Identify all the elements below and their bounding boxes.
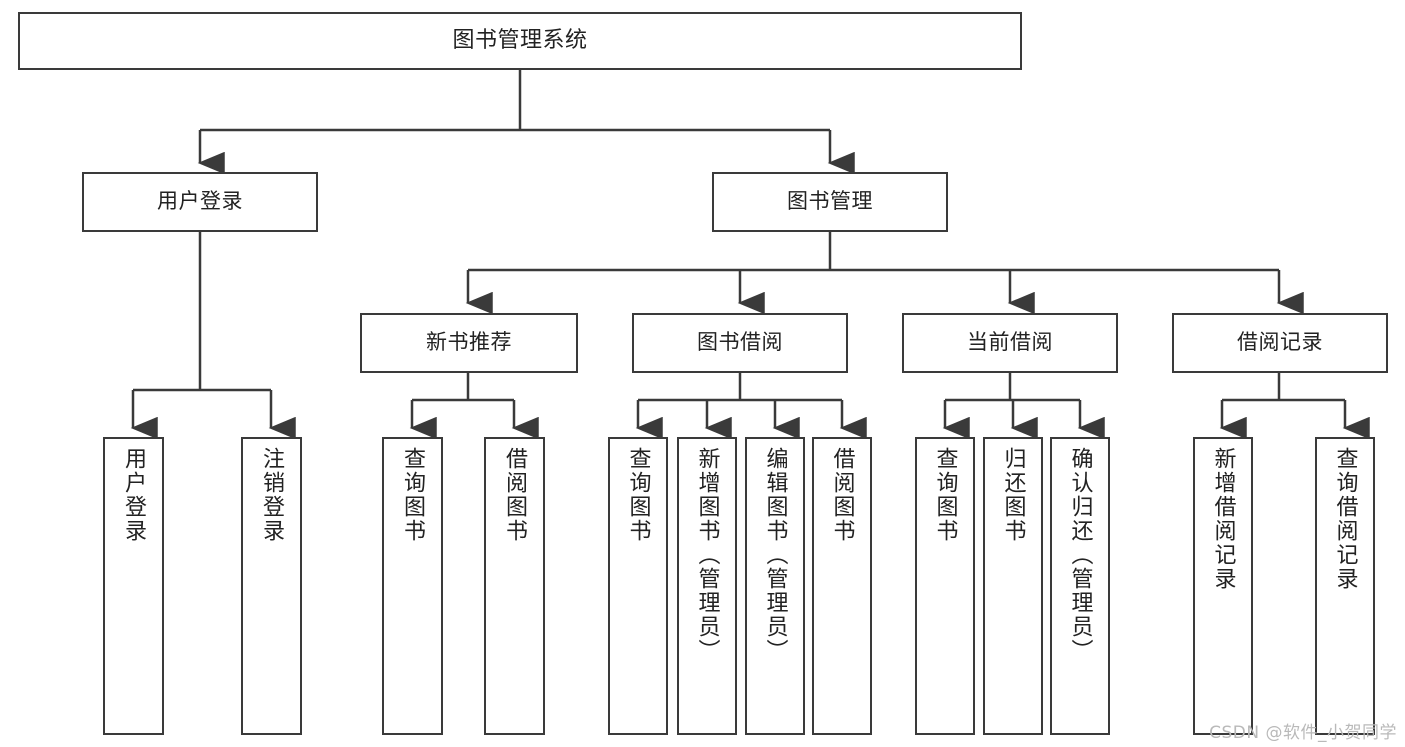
- node-label: 查询图书: [932, 447, 958, 543]
- leaf-current-confirm-return-admin[interactable]: 确认归还（管理员）: [1050, 437, 1110, 735]
- node-label: 编辑图书（管理员）: [762, 447, 788, 663]
- node-book-borrow[interactable]: 图书借阅: [632, 313, 848, 373]
- node-root-system[interactable]: 图书管理系统: [18, 12, 1022, 70]
- leaf-borrow-query-book[interactable]: 查询图书: [608, 437, 668, 735]
- node-book-management[interactable]: 图书管理: [712, 172, 948, 232]
- node-label: 当前借阅: [967, 330, 1053, 355]
- node-current-borrow[interactable]: 当前借阅: [902, 313, 1118, 373]
- node-label: 注销登录: [259, 447, 285, 543]
- csdn-watermark: CSDN @软件_小贺同学: [1209, 723, 1397, 743]
- leaf-current-query-book[interactable]: 查询图书: [915, 437, 975, 735]
- node-label: 用户登录: [121, 447, 147, 543]
- node-label: 确认归还（管理员）: [1067, 447, 1093, 663]
- node-borrow-record[interactable]: 借阅记录: [1172, 313, 1388, 373]
- leaf-recommend-borrow-book[interactable]: 借阅图书: [484, 437, 545, 735]
- leaf-user-login-signin[interactable]: 用户登录: [103, 437, 164, 735]
- leaf-record-add-record[interactable]: 新增借阅记录: [1193, 437, 1253, 735]
- node-label: 新增图书（管理员）: [694, 447, 720, 663]
- node-new-book-recommend[interactable]: 新书推荐: [360, 313, 578, 373]
- node-label: 查询图书: [400, 447, 426, 543]
- node-label: 借阅图书: [829, 447, 855, 543]
- node-label: 图书管理: [787, 189, 873, 214]
- node-label: 用户登录: [157, 189, 243, 214]
- node-label: 图书管理系统: [452, 27, 588, 53]
- node-label: 图书借阅: [697, 330, 783, 355]
- node-label: 查询借阅记录: [1332, 447, 1358, 591]
- leaf-borrow-borrow-book[interactable]: 借阅图书: [812, 437, 872, 735]
- node-user-login[interactable]: 用户登录: [82, 172, 318, 232]
- leaf-user-login-signout[interactable]: 注销登录: [241, 437, 302, 735]
- node-label: 新书推荐: [426, 330, 512, 355]
- node-label: 借阅记录: [1237, 330, 1323, 355]
- node-label: 借阅图书: [502, 447, 528, 543]
- node-label: 新增借阅记录: [1210, 447, 1236, 591]
- leaf-borrow-add-book-admin[interactable]: 新增图书（管理员）: [677, 437, 737, 735]
- leaf-current-return-book[interactable]: 归还图书: [983, 437, 1043, 735]
- node-label: 归还图书: [1000, 447, 1026, 543]
- node-label: 查询图书: [625, 447, 651, 543]
- leaf-record-query-record[interactable]: 查询借阅记录: [1315, 437, 1375, 735]
- leaf-recommend-query-book[interactable]: 查询图书: [382, 437, 443, 735]
- leaf-borrow-edit-book-admin[interactable]: 编辑图书（管理员）: [745, 437, 805, 735]
